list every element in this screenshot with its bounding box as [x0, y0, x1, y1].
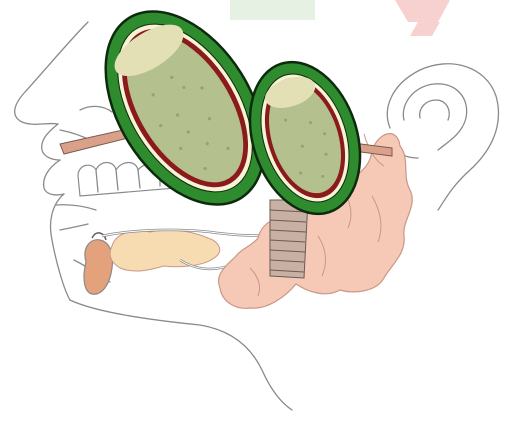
sublingual-gland — [110, 230, 220, 271]
submandibular-gland — [84, 233, 113, 294]
watermark — [230, 0, 450, 36]
